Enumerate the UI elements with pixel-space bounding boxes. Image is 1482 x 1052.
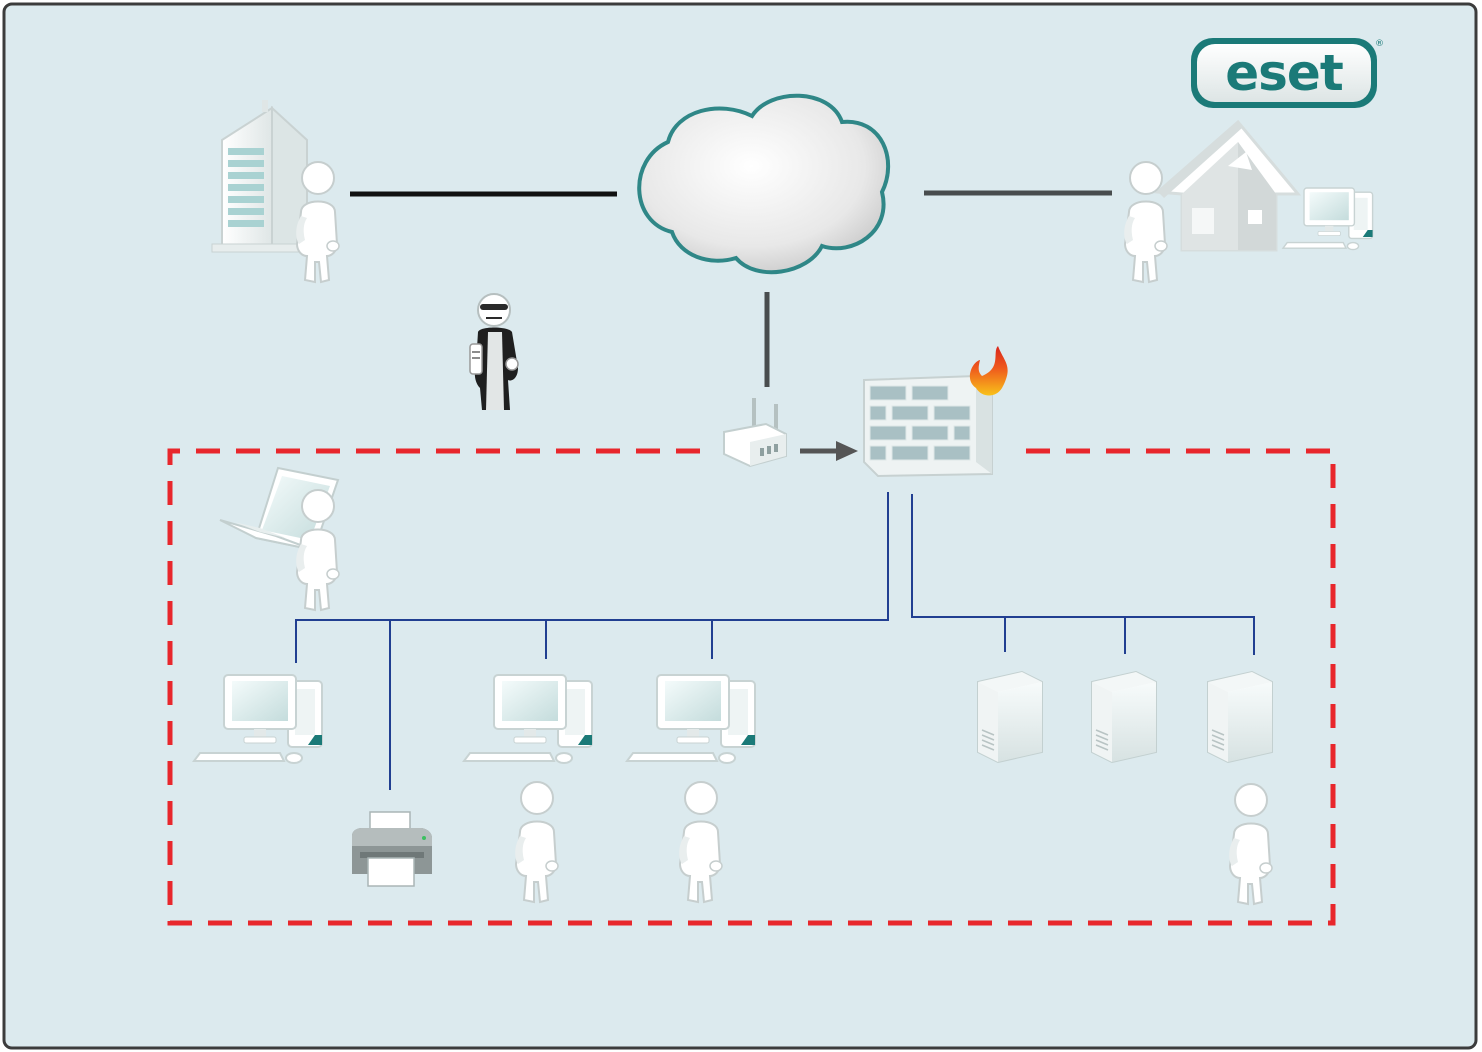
network-perimeter [167,448,1336,926]
router-icon [723,398,787,468]
office-building-icon [211,100,313,253]
eset-logo: eset ® [1191,38,1384,108]
home-house-icon [1154,119,1302,252]
firewall-to-workstations [295,492,889,790]
server-1-icon [977,671,1043,763]
server-2-icon [1091,671,1157,763]
server-3-icon [1207,671,1273,763]
router-to-firewall [800,441,858,461]
registered-mark: ® [1375,39,1384,49]
internet-cloud-icon [637,93,891,275]
firewall-to-servers [911,494,1255,655]
eset-logo-text: eset [1225,44,1343,102]
printer-icon [352,811,432,887]
firewall-icon [863,346,1008,478]
lan-lines [295,492,1255,790]
hacker-icon [469,293,519,410]
